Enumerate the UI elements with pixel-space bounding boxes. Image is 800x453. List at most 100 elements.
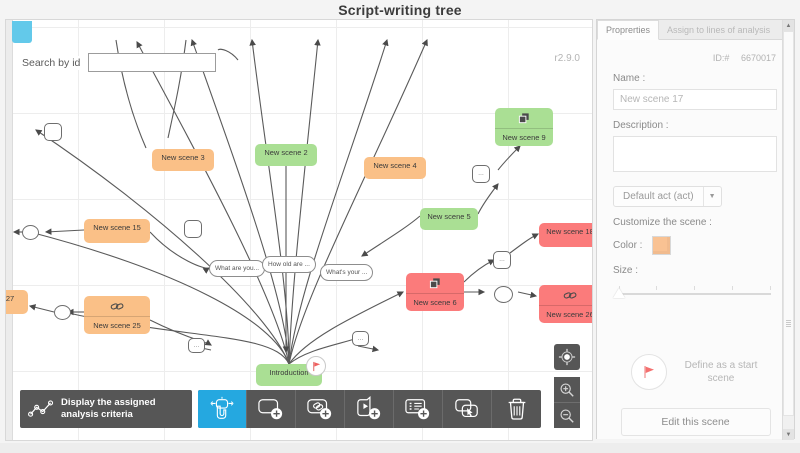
connector-knot[interactable]: … <box>188 338 205 353</box>
trash-icon <box>508 398 525 420</box>
add-media-tool[interactable] <box>345 390 394 428</box>
scene-id-row: ID:# 6670017 <box>607 40 784 63</box>
tab-properties[interactable]: Proprerties <box>597 20 660 40</box>
recenter-icon <box>558 348 576 366</box>
scene-node[interactable]: New scene 15 <box>84 219 150 243</box>
connector-knot[interactable]: … <box>493 251 511 269</box>
scene-node[interactable]: New scene 4 <box>364 157 426 179</box>
start-scene-flag-button[interactable] <box>631 354 667 390</box>
question-bubble[interactable]: How old are ... <box>262 256 316 273</box>
connector-knot[interactable] <box>22 225 39 240</box>
canvas-left-rail <box>6 20 13 440</box>
description-input[interactable] <box>613 136 777 172</box>
act-select[interactable]: Default act (act) ▼ <box>613 186 722 207</box>
scroll-thumb[interactable] <box>783 31 794 416</box>
slider-thumb[interactable] <box>613 288 625 298</box>
zoom-out-icon <box>560 408 574 423</box>
color-label: Color : <box>613 240 643 251</box>
scene-id-value: 6670017 <box>740 53 776 63</box>
scene-node-label: New scene 5 <box>427 212 471 221</box>
graph-canvas[interactable]: Search by id r2.9.0 <box>5 19 593 441</box>
panel-tabs: Proprerties Assign to lines of analysis <box>597 20 794 40</box>
panel-body: ID:# 6670017 Name : Description : Defaul… <box>597 40 794 439</box>
copy-icon <box>495 108 553 129</box>
scene-node[interactable]: New scene 25 <box>84 296 150 334</box>
duplicate-tool[interactable] <box>443 390 492 428</box>
scene-node-label: New scene 3 <box>161 153 205 162</box>
zoom-in-icon <box>560 382 574 397</box>
scene-node-label: New scene 26 <box>546 310 593 319</box>
select-move-tool[interactable] <box>198 390 247 428</box>
duplicate-icon <box>455 399 478 418</box>
scene-node-label: New scene 4 <box>373 161 417 170</box>
scroll-up-arrow[interactable]: ▲ <box>783 20 794 31</box>
add-scene-tool[interactable] <box>247 390 296 428</box>
connector-knot[interactable] <box>494 286 513 303</box>
edge-layer <box>12 38 539 365</box>
delete-tool[interactable] <box>492 390 541 428</box>
criteria-label: Display the assigned analysis criteria <box>61 397 156 421</box>
description-label: Description : <box>613 120 669 131</box>
scene-node[interactable]: New scene 2 <box>255 144 317 166</box>
display-analysis-criteria-button[interactable]: Display the assigned analysis criteria <box>20 390 192 428</box>
criteria-label-line1: Display the assigned <box>61 397 156 408</box>
window-title-bar: Script-writing tree <box>0 0 800 20</box>
chevron-down-icon: ▼ <box>702 187 721 206</box>
add-list-tool[interactable] <box>394 390 443 428</box>
scene-node[interactable]: 27 <box>6 290 28 314</box>
start-scene-marker[interactable] <box>306 356 326 376</box>
canvas-collapse-handle[interactable] <box>12 21 32 43</box>
flag-icon <box>312 361 320 371</box>
search-label: Search by id <box>20 55 83 70</box>
scene-node[interactable]: New scene 5 <box>420 208 478 230</box>
search-input[interactable] <box>88 53 217 72</box>
link-icon <box>84 296 150 317</box>
panel-scrollbar[interactable]: ▲ ▼ <box>782 20 794 440</box>
slider-ticks <box>619 286 771 291</box>
window-bottom-bevel <box>0 443 800 453</box>
act-select-value: Default act (act) <box>623 191 694 202</box>
connector-knot[interactable] <box>184 220 202 238</box>
zoom-out-button[interactable] <box>554 403 580 428</box>
question-bubble[interactable]: What's your ... <box>320 264 374 281</box>
scene-node[interactable]: Introduction <box>256 364 322 386</box>
recenter-button[interactable] <box>554 344 580 370</box>
scroll-down-arrow[interactable]: ▼ <box>783 429 794 440</box>
edit-scene-button[interactable]: Edit this scene <box>620 408 771 436</box>
connector-knot[interactable]: … <box>352 331 369 346</box>
scene-id-label: ID:# <box>712 53 730 63</box>
tab-assign-lines-of-analysis[interactable]: Assign to lines of analysis <box>659 20 794 40</box>
link-icon <box>539 285 592 306</box>
scene-node-label: New scene 2 <box>264 148 308 157</box>
scene-node-label: New scene 18 <box>546 227 593 236</box>
scene-node[interactable]: New scene 18 <box>539 223 593 247</box>
connector-knot[interactable]: … <box>472 165 490 183</box>
connector-knot[interactable] <box>54 305 71 320</box>
zoom-controls <box>554 377 580 428</box>
search-row: Search by id <box>20 53 217 72</box>
scene-node[interactable]: New scene 9 <box>495 108 553 146</box>
move-cursor-icon <box>210 396 234 419</box>
scene-node[interactable]: New scene 3 <box>152 149 214 171</box>
zoom-in-button[interactable] <box>554 377 580 403</box>
color-swatch[interactable] <box>652 236 672 255</box>
define-start-scene-row[interactable]: Define as a start scene <box>631 354 784 390</box>
flag-icon <box>644 366 654 378</box>
scene-node[interactable]: New scene 6 <box>406 273 464 311</box>
scene-node-label: New scene 25 <box>93 321 141 330</box>
version-label: r2.9.0 <box>554 53 580 64</box>
scene-node-label: New scene 9 <box>502 133 546 142</box>
connector-knot[interactable] <box>44 123 62 141</box>
page-title: Script-writing tree <box>338 2 462 18</box>
customize-label: Customize the scene : <box>613 217 712 228</box>
size-slider[interactable] <box>613 282 773 302</box>
add-link-tool[interactable] <box>296 390 345 428</box>
scene-node-label: New scene 15 <box>93 223 141 232</box>
add-link-icon <box>307 399 332 420</box>
scene-node[interactable]: New scene 26 <box>539 285 593 323</box>
question-bubble[interactable]: What are you... <box>209 260 266 277</box>
slider-track <box>619 293 771 295</box>
editor-toolbar <box>198 390 541 428</box>
name-input[interactable] <box>613 89 777 110</box>
